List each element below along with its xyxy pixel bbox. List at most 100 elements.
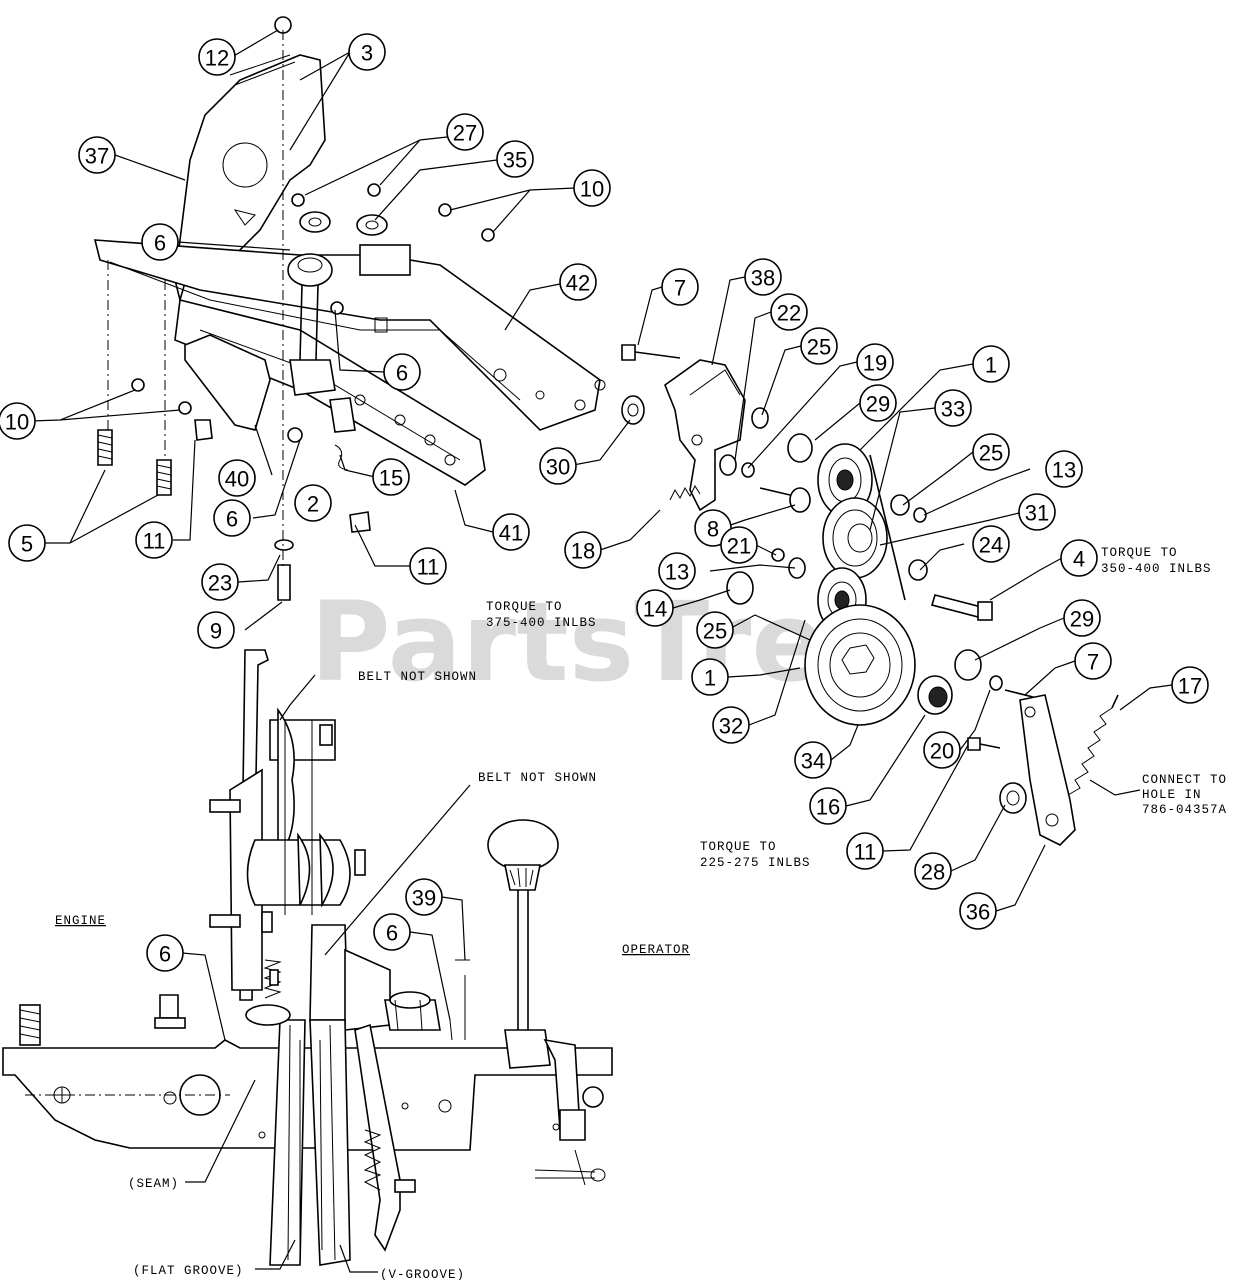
connect-note-line2: HOLE IN [1142, 788, 1202, 802]
callout-11-right: 11 [846, 832, 884, 870]
callout-20: 20 [923, 731, 961, 769]
torque-350-line2: 350-400 INLBS [1101, 562, 1212, 576]
seam-label: (SEAM) [128, 1177, 179, 1191]
callout-13-mid: 13 [658, 552, 696, 590]
svg-text:16: 16 [816, 795, 840, 820]
svg-text:10: 10 [580, 177, 604, 202]
callout-28: 28 [914, 852, 952, 890]
svg-text:23: 23 [208, 571, 232, 596]
text-notes: TORQUE TO 350-400 INLBS TORQUE TO 375-40… [55, 546, 1226, 1280]
callout-7-low: 7 [1074, 642, 1112, 680]
callout-13-top: 13 [1045, 450, 1083, 488]
callout-11-left: 11 [135, 521, 173, 559]
callout-32: 32 [712, 706, 750, 744]
frame-assembly-drawing [93, 16, 606, 601]
callout-42: 42 [559, 263, 597, 301]
svg-text:14: 14 [643, 597, 667, 622]
svg-text:15: 15 [379, 466, 403, 491]
callout-6-side-a: 6 [373, 913, 411, 951]
callout-36: 36 [959, 892, 997, 930]
svg-text:6: 6 [159, 942, 171, 967]
callout-6-low: 6 [213, 499, 251, 537]
callout-bubbles: 12 3 37 27 35 10 6 42 6 10 40 2 15 6 41 … [0, 33, 1209, 972]
svg-text:7: 7 [1087, 650, 1099, 675]
svg-text:31: 31 [1025, 501, 1049, 526]
svg-text:20: 20 [930, 739, 954, 764]
svg-text:29: 29 [866, 392, 890, 417]
svg-text:33: 33 [941, 397, 965, 422]
svg-text:13: 13 [1052, 458, 1076, 483]
svg-text:6: 6 [154, 231, 166, 256]
callout-9: 9 [197, 611, 235, 649]
svg-text:39: 39 [412, 886, 436, 911]
callout-25-top: 25 [800, 327, 838, 365]
callout-10-top: 10 [573, 169, 611, 207]
belt-not-shown-upper: BELT NOT SHOWN [358, 670, 477, 684]
callout-5: 5 [8, 524, 46, 562]
svg-text:11: 11 [143, 529, 166, 554]
callout-6-top: 6 [141, 223, 179, 261]
callout-14: 14 [636, 589, 674, 627]
svg-text:30: 30 [546, 455, 570, 480]
torque-375-line2: 375-400 INLBS [486, 616, 597, 630]
svg-text:11: 11 [417, 555, 440, 580]
svg-text:37: 37 [85, 144, 109, 169]
svg-text:29: 29 [1070, 607, 1094, 632]
pulley-assembly-drawing [621, 344, 1119, 846]
torque-350-line1: TORQUE TO [1101, 546, 1178, 560]
svg-text:7: 7 [674, 276, 686, 301]
svg-text:6: 6 [226, 507, 238, 532]
torque-375-line1: TORQUE TO [486, 600, 563, 614]
svg-text:25: 25 [979, 441, 1003, 466]
svg-text:12: 12 [205, 46, 229, 71]
callout-16: 16 [809, 787, 847, 825]
svg-text:6: 6 [396, 361, 408, 386]
callout-38: 38 [744, 258, 782, 296]
svg-text:24: 24 [979, 533, 1003, 558]
callout-29-low: 29 [1063, 599, 1101, 637]
callout-37: 37 [78, 136, 116, 174]
callout-21: 21 [720, 526, 758, 564]
svg-text:9: 9 [210, 619, 222, 644]
callout-30: 30 [539, 447, 577, 485]
callout-2: 2 [294, 484, 332, 522]
callout-34: 34 [794, 741, 832, 779]
svg-text:36: 36 [966, 900, 990, 925]
svg-text:38: 38 [751, 266, 775, 291]
svg-text:2: 2 [307, 492, 319, 517]
callout-33: 33 [934, 389, 972, 427]
svg-text:13: 13 [665, 560, 689, 585]
callout-1-top: 1 [972, 345, 1010, 383]
svg-text:27: 27 [453, 121, 477, 146]
belt-not-shown-lower: BELT NOT SHOWN [478, 771, 597, 785]
svg-text:40: 40 [225, 467, 249, 492]
torque-225-line1: TORQUE TO [700, 840, 777, 854]
callout-6-mid: 6 [383, 353, 421, 391]
leader-lines [29, 29, 1173, 1273]
callout-6-side-b: 6 [146, 934, 184, 972]
svg-text:21: 21 [727, 534, 751, 559]
svg-text:11: 11 [854, 840, 877, 865]
svg-text:25: 25 [703, 619, 727, 644]
callout-25-right: 25 [972, 433, 1010, 471]
svg-text:10: 10 [5, 410, 29, 435]
svg-text:19: 19 [863, 351, 887, 376]
callout-7-top: 7 [661, 268, 699, 306]
engine-label: ENGINE [55, 914, 106, 928]
svg-text:1: 1 [704, 666, 716, 691]
svg-text:17: 17 [1178, 674, 1202, 699]
flat-groove-label: (FLAT GROOVE) [133, 1264, 244, 1278]
torque-225-line2: 225-275 INLBS [700, 856, 811, 870]
callout-31: 31 [1018, 493, 1056, 531]
callout-40: 40 [218, 459, 256, 497]
svg-text:32: 32 [719, 714, 743, 739]
callout-29-top: 29 [859, 384, 897, 422]
svg-text:6: 6 [386, 921, 398, 946]
svg-text:4: 4 [1073, 547, 1085, 572]
svg-text:1: 1 [985, 353, 997, 378]
callout-22: 22 [770, 293, 808, 331]
watermark-text: PartsTree [310, 578, 901, 706]
svg-text:28: 28 [921, 860, 945, 885]
side-view-drawing [2, 649, 613, 1266]
